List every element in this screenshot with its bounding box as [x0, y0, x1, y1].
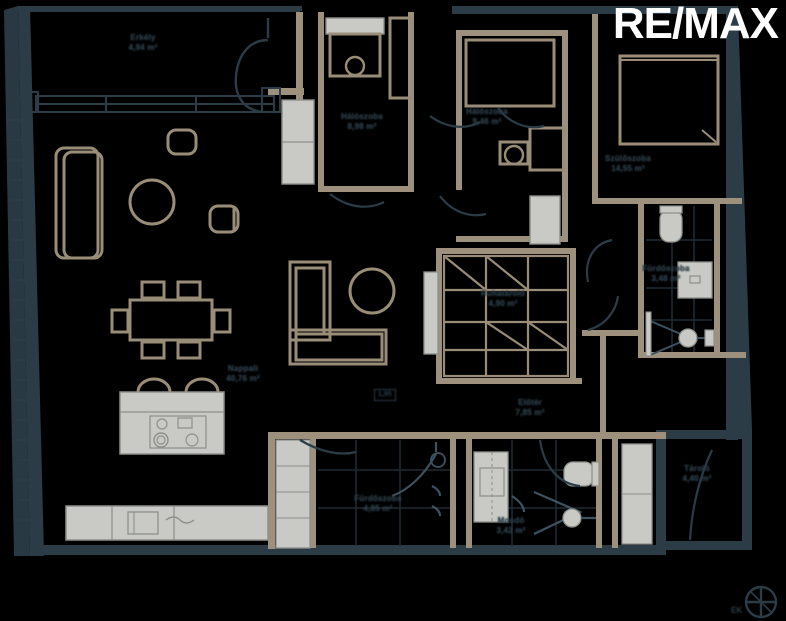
hall-doors: [299, 115, 481, 455]
kitchen-tall-units: [275, 439, 311, 549]
shower-main: [391, 442, 446, 517]
bathroom-main-tiles: [318, 440, 450, 546]
sectional-sofa: [288, 260, 396, 366]
door-arcs: [329, 107, 620, 332]
dining-set: [110, 280, 232, 360]
toilet-upper: [659, 205, 683, 243]
shower-wc: [511, 490, 596, 535]
remax-logo: RE/MAX: [612, 0, 779, 48]
room-label-bedroom-left: Hálószoba 8,98 m²: [341, 112, 383, 131]
wardrobe-shelving: [442, 254, 570, 378]
terrace-door-arc: [234, 18, 270, 114]
bed-left: [325, 16, 414, 100]
room-label-bedroom-mid: Hálószoba 9,46 m²: [466, 107, 508, 126]
living-room-furniture: [54, 128, 240, 260]
vanity-wc: [473, 451, 509, 523]
compass-label: ÉK: [731, 606, 743, 615]
room-label-bathroom-main: Fürdőszoba 4,85 m²: [354, 494, 402, 513]
wardrobe-door-panel: [423, 271, 439, 355]
wardrobe-left: [281, 99, 315, 185]
sink-upper: [677, 261, 713, 299]
room-label-bedroom-master: Szülőszoba 14,55 m²: [604, 154, 651, 173]
compass-rose-icon: [744, 585, 778, 619]
room-label-storage: Tároló 4,40 m²: [682, 464, 712, 483]
terrace-rail: [21, 87, 281, 113]
room-label-hall: Előtér 7,85 m²: [515, 398, 545, 417]
room-label-wardrobe: Ruhatároló 4,90 m²: [480, 289, 526, 308]
kitchen-counter: [65, 505, 269, 541]
storage-unit: [621, 443, 713, 545]
room-label-terrace: Erkély 4,94 m²: [128, 33, 158, 52]
toilet-wc: [563, 461, 600, 487]
bed-middle: [464, 38, 566, 245]
dimension-box-label: 1,95: [374, 389, 396, 401]
wc-door-arc: [538, 439, 581, 488]
room-label-living-kitchen: Nappali 40,76 m²: [226, 364, 260, 383]
kitchen-island: [119, 377, 225, 455]
shower-upper: [645, 311, 715, 357]
room-label-wc: Mosdó 3,42 m²: [496, 516, 526, 535]
bed-master: [618, 54, 720, 146]
room-label-bathroom-upper: Fürdőszoba 3,48 m²: [642, 264, 690, 283]
exterior-walls: [4, 6, 752, 556]
